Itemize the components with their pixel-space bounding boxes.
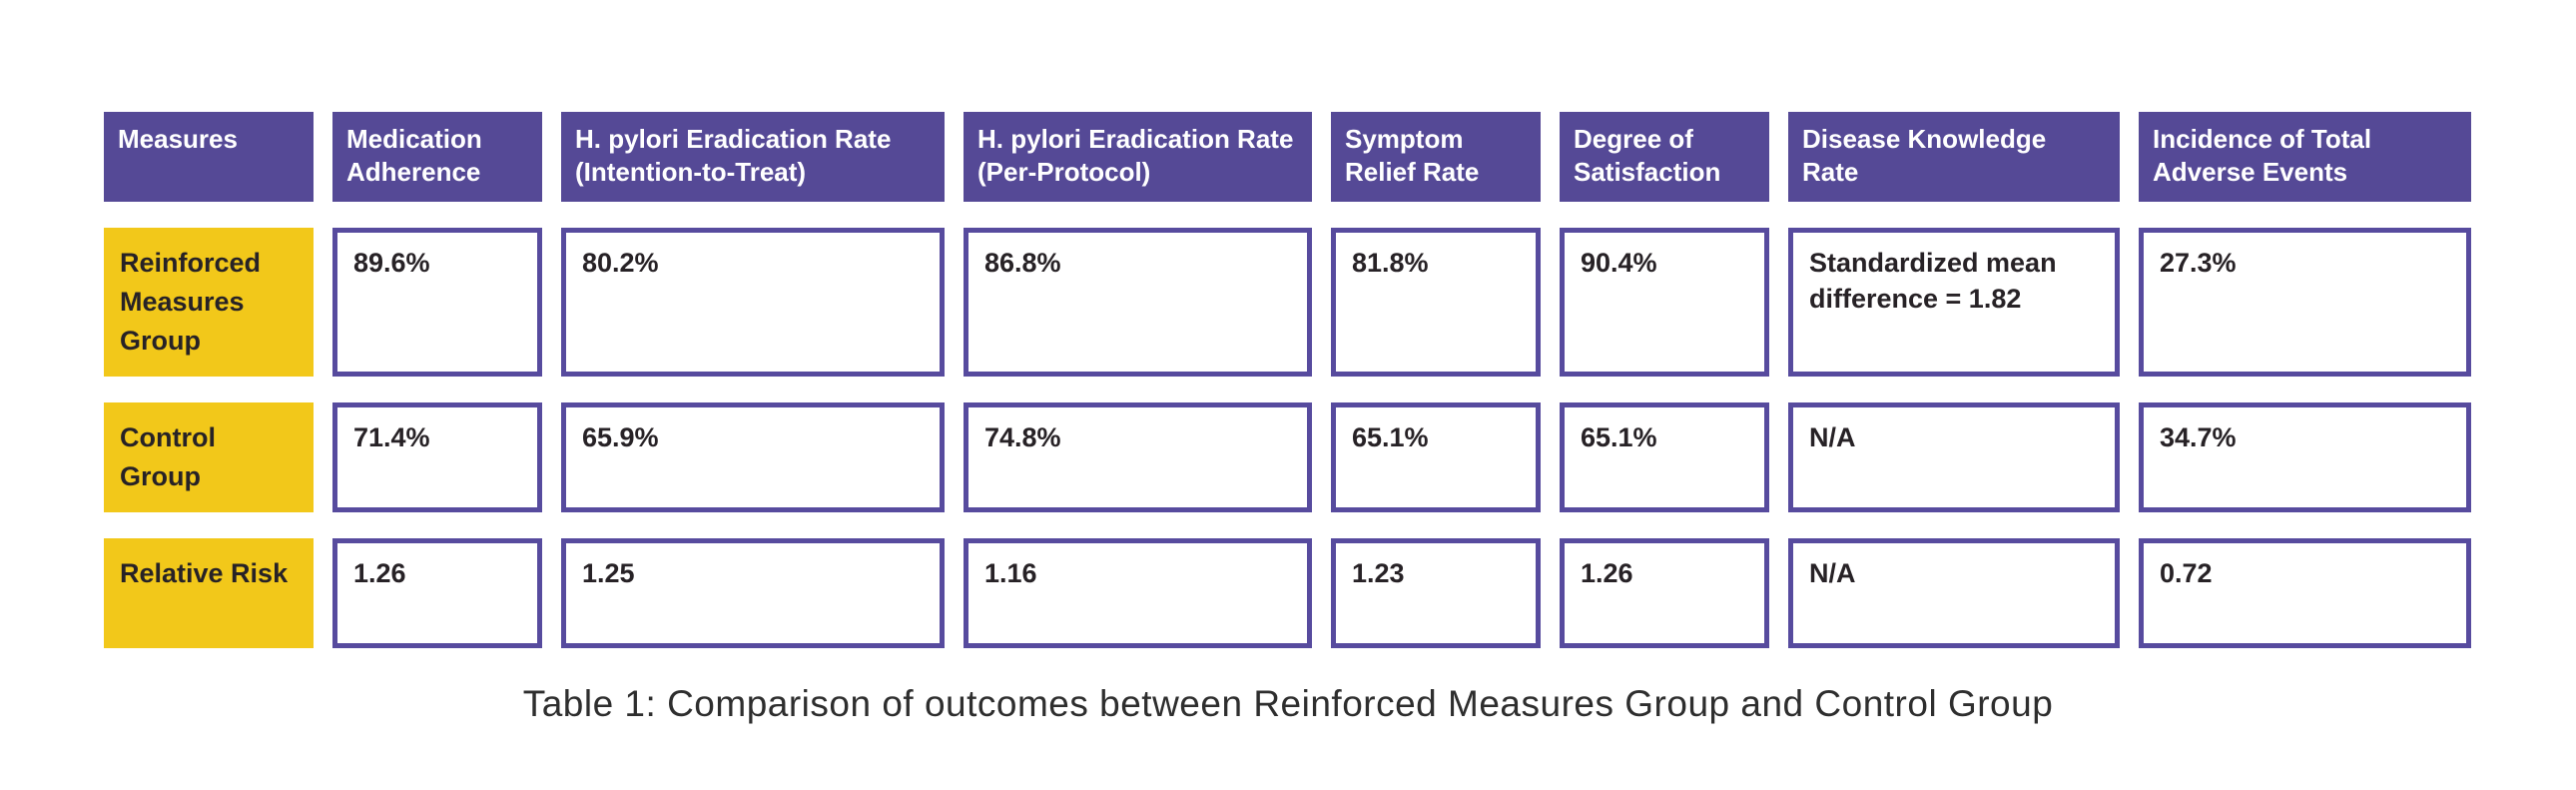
column-header-adverse-events: Incidence of Total Adverse Events xyxy=(2139,112,2471,202)
row-label-relative-risk: Relative Risk xyxy=(104,538,314,648)
table-cell: 27.3% xyxy=(2139,228,2471,377)
table-cell: 1.25 xyxy=(561,538,945,648)
table-cell: 81.8% xyxy=(1331,228,1541,377)
column-header-symptom-relief: Symptom Relief Rate xyxy=(1331,112,1541,202)
table-cell: 65.1% xyxy=(1560,402,1769,512)
table-cell: 90.4% xyxy=(1560,228,1769,377)
column-header-medication-adherence: Medication Adherence xyxy=(332,112,542,202)
column-header-measures: Measures xyxy=(104,112,314,202)
column-header-eradication-itt: H. pylori Eradication Rate (Intention-to… xyxy=(561,112,945,202)
table-cell: 71.4% xyxy=(332,402,542,512)
table-cell: 1.23 xyxy=(1331,538,1541,648)
table-cell: N/A xyxy=(1788,538,2120,648)
table-cell: 86.8% xyxy=(964,228,1312,377)
table-cell: 80.2% xyxy=(561,228,945,377)
table-cell: 74.8% xyxy=(964,402,1312,512)
table-cell: 65.9% xyxy=(561,402,945,512)
table-cell: 1.26 xyxy=(332,538,542,648)
column-header-eradication-pp: H. pylori Eradication Rate (Per-Protocol… xyxy=(964,112,1312,202)
table-cell: 65.1% xyxy=(1331,402,1541,512)
table-cell: 34.7% xyxy=(2139,402,2471,512)
outcomes-table: Measures Medication Adherence H. pylori … xyxy=(104,112,2471,648)
row-label-reinforced-measures-group: Reinforced Measures Group xyxy=(104,228,314,377)
table-caption: Table 1: Comparison of outcomes between … xyxy=(522,683,2054,724)
table-cell: Standardized mean difference = 1.82 xyxy=(1788,228,2120,377)
row-label-control-group: Control Group xyxy=(104,402,314,512)
table-cell: N/A xyxy=(1788,402,2120,512)
table-cell: 1.16 xyxy=(964,538,1312,648)
column-header-disease-knowledge: Disease Knowledge Rate xyxy=(1788,112,2120,202)
table-cell: 89.6% xyxy=(332,228,542,377)
table-cell: 0.72 xyxy=(2139,538,2471,648)
table-cell: 1.26 xyxy=(1560,538,1769,648)
column-header-satisfaction: Degree of Satisfaction xyxy=(1560,112,1769,202)
